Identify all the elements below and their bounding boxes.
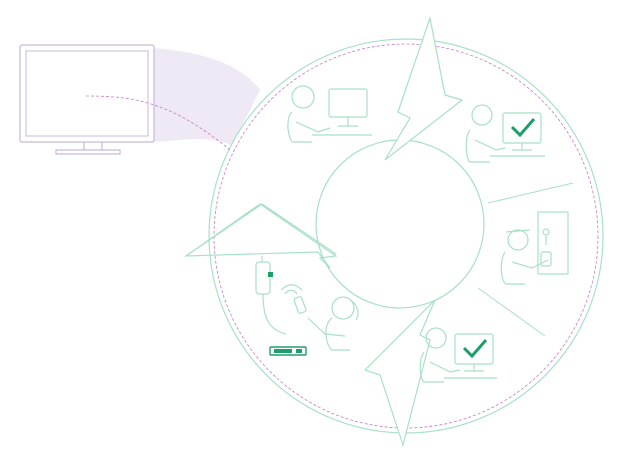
arrow-top <box>384 15 464 161</box>
arrow-house <box>184 203 338 269</box>
patient-infusion-icon <box>255 256 359 351</box>
desktop-monitor-icon <box>19 44 231 155</box>
approval-check-top <box>465 104 545 163</box>
house-roof <box>185 203 337 257</box>
connector-beam <box>150 48 260 145</box>
clinician-at-workstation-icon <box>287 85 372 143</box>
divider-lower <box>477 287 546 337</box>
approval-check-icon <box>462 339 488 359</box>
syringe-pump-icon <box>269 346 307 356</box>
divider-upper <box>487 182 574 204</box>
approval-check-bottom <box>419 327 497 383</box>
approval-check-icon <box>510 118 536 138</box>
inner-hub <box>315 139 485 309</box>
pharmacist-icon <box>500 211 569 285</box>
arrow-bottom <box>363 299 436 448</box>
cycle-arrows <box>184 15 574 448</box>
